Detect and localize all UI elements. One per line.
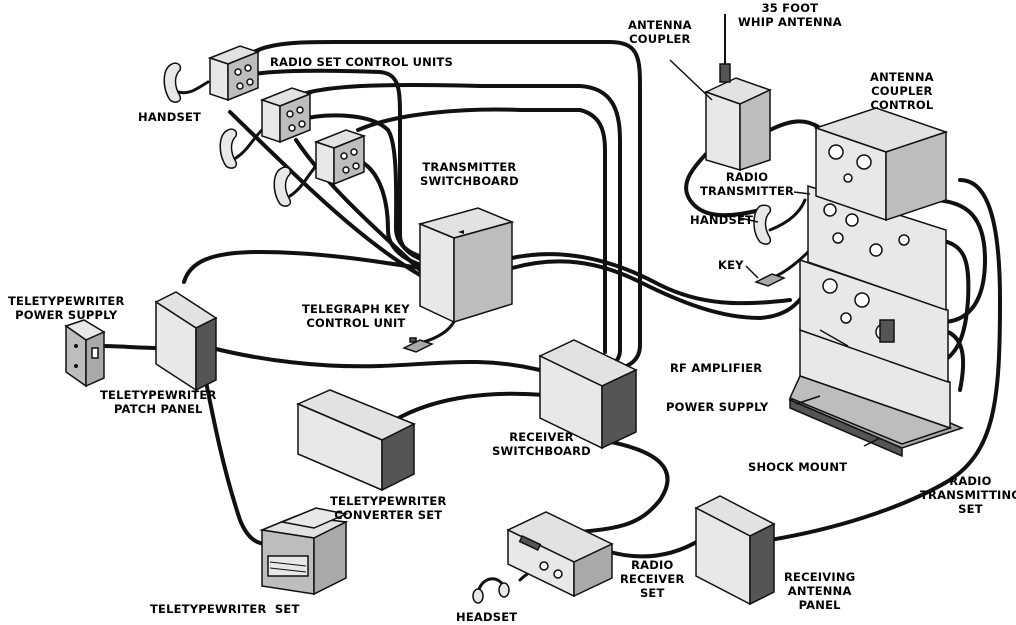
label-antenna-coupler: ANTENNA COUPLER xyxy=(628,18,692,46)
label-telegraph-key-control-unit: TELEGRAPH KEY CONTROL UNIT xyxy=(302,302,410,330)
label-radio-transmitter: RADIO TRANSMITTER xyxy=(700,170,794,198)
whip-antenna-icon xyxy=(720,14,730,82)
label-handset-right: HANDSET xyxy=(690,213,753,227)
label-shock-mount: SHOCK MOUNT xyxy=(748,460,847,474)
label-teletypewriter-converter-set: TELETYPEWRITER CONVERTER SET xyxy=(330,494,447,522)
label-radio-receiver-set: RADIO RECEIVER SET xyxy=(620,558,685,600)
handset-icon-3 xyxy=(274,167,290,206)
label-receiver-switchboard: RECEIVER SWITCHBOARD xyxy=(492,430,591,458)
label-radio-set-control-units: RADIO SET CONTROL UNITS xyxy=(270,55,453,69)
label-teletypewriter-set: TELETYPEWRITER SET xyxy=(150,602,300,616)
handset-icon-right xyxy=(754,205,770,244)
cable-tx-switchboard-to-patch-panel xyxy=(184,252,420,282)
label-power-supply: POWER SUPPLY xyxy=(666,400,768,414)
teletypewriter-power-supply xyxy=(66,320,104,386)
label-antenna-coupler-control: ANTENNA COUPLER CONTROL xyxy=(870,70,934,112)
radio-transmitting-set-stack xyxy=(790,108,962,456)
label-key: KEY xyxy=(718,258,744,272)
handset-icon-2 xyxy=(220,129,236,168)
label-headset: HEADSET xyxy=(456,610,517,624)
label-handset-left: HANDSET xyxy=(138,110,201,124)
cable-coupler-to-control xyxy=(770,121,820,130)
cord-handset-2 xyxy=(236,130,262,158)
label-teletypewriter-patch-panel: TELETYPEWRITER PATCH PANEL xyxy=(100,388,217,416)
teletypewriter-converter-set xyxy=(298,390,414,490)
cable-rx-switchboard-to-receiver xyxy=(580,440,668,532)
label-receiving-antenna-panel: RECEIVING ANTENNA PANEL xyxy=(784,570,855,612)
label-teletypewriter-power-supply: TELETYPEWRITER POWER SUPPLY xyxy=(8,294,125,322)
cable-control-unit-3-b xyxy=(358,160,424,266)
receiving-antenna-panel xyxy=(696,496,774,604)
cord-handset-1 xyxy=(178,82,208,93)
radio-set-control-unit-1 xyxy=(210,46,258,100)
label-whip-antenna: 35 FOOT WHIP ANTENNA xyxy=(738,1,842,29)
radio-set-control-unit-3 xyxy=(316,130,364,184)
cord-handset-right xyxy=(770,200,805,230)
cable-patch-panel-to-tty-power xyxy=(102,346,160,348)
label-radio-transmitting-set: RADIO TRANSMITTING SET xyxy=(920,474,1016,516)
headset-icon xyxy=(473,579,509,603)
label-transmitter-switchboard: TRANSMITTER SWITCHBOARD xyxy=(420,160,519,188)
antenna-coupler xyxy=(706,14,770,170)
cable-converter-to-rx-switchboard xyxy=(395,394,545,420)
transmitter-switchboard xyxy=(420,208,512,322)
teletypewriter-patch-panel xyxy=(156,292,216,390)
radio-receiver-set xyxy=(508,512,612,596)
label-rf-amplifier: RF AMPLIFIER xyxy=(670,361,762,375)
cable-receiver-to-antenna-panel xyxy=(610,540,700,556)
cable-tx-switchboard-to-transmitter xyxy=(512,261,806,318)
cable-patch-panel-to-rx-switchboard xyxy=(212,348,540,370)
handset-icon-1 xyxy=(164,63,180,102)
radio-set-control-unit-2 xyxy=(262,88,310,142)
